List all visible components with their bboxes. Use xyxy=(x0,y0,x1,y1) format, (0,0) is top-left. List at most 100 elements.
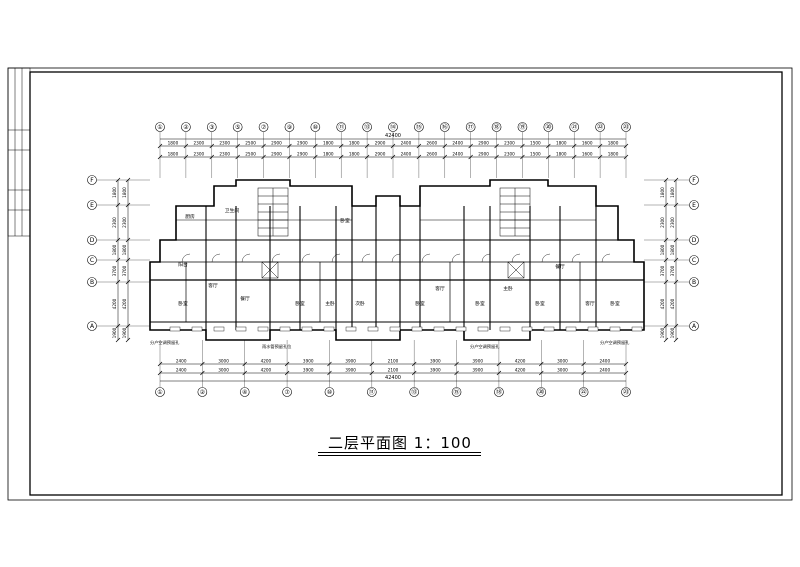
right-dim-2-text: 1800 xyxy=(670,244,675,255)
window-mark xyxy=(257,326,269,332)
window-mark xyxy=(213,326,225,332)
top-dim-2-text: 1800 xyxy=(608,152,619,157)
left-dim-text: 4200 xyxy=(112,298,117,309)
top-dim-2-tick xyxy=(416,154,422,160)
left-dim-2-text: 2300 xyxy=(122,217,127,228)
top-dim-tick xyxy=(235,143,240,149)
axis-bubble-top xyxy=(491,122,502,132)
top-dim-2-text: 2300 xyxy=(219,152,230,157)
title-underline-1 xyxy=(318,452,481,453)
axis-label-top: ⑦ xyxy=(261,124,267,131)
room-label: 厨房 xyxy=(185,213,195,220)
right-dim-text: 4200 xyxy=(660,298,665,309)
door-swing xyxy=(541,253,551,263)
room-label: 卧室 xyxy=(415,300,425,307)
window-mark xyxy=(191,326,203,332)
top-dim-text: 1800 xyxy=(323,141,334,146)
left-dim-text: 1800 xyxy=(112,187,117,198)
room-label: 餐厅 xyxy=(555,263,565,270)
bottom-dim-2-tick xyxy=(200,370,205,376)
bottom-dim-2-tick xyxy=(539,370,544,376)
window-mark xyxy=(279,326,291,332)
bottom-dim-tick xyxy=(623,361,629,367)
axis-bubble-right xyxy=(689,255,699,265)
right-dim-2-tick xyxy=(673,323,679,329)
axis-bubble-right xyxy=(689,200,699,210)
left-dim-tick xyxy=(115,279,121,285)
axis-label-top: ① xyxy=(157,124,162,131)
axis-label-bottom: ⑱ xyxy=(496,388,502,396)
top-dim-text: 2300 xyxy=(193,141,204,146)
axis-label-top: ⑤ xyxy=(235,124,240,131)
bottom-dim-tick xyxy=(454,361,459,367)
window-mark xyxy=(345,326,357,332)
title-block xyxy=(7,67,31,237)
top-dim-2-text: 1500 xyxy=(530,152,541,157)
axis-bubble-top xyxy=(206,122,217,132)
top-dim-2-tick xyxy=(235,154,240,160)
annotation-note: 分户空调预留孔 xyxy=(600,339,630,346)
bottom-dim-text: 3000 xyxy=(557,359,568,364)
axis-bubble-top xyxy=(232,122,243,132)
stair-left xyxy=(257,187,289,279)
top-dim-text: 1800 xyxy=(608,141,619,146)
top-dim-tick xyxy=(442,143,448,149)
bottom-dim-2-text: 3900 xyxy=(345,368,356,373)
bottom-dim-tick xyxy=(496,361,502,367)
left-dim-2-tick xyxy=(125,257,131,263)
top-dim-2-tick xyxy=(364,154,370,160)
door-swing xyxy=(361,253,371,263)
top-dim-2-tick xyxy=(442,154,448,160)
right-dim-2-tick xyxy=(673,177,679,183)
right-dim-2-text: 2300 xyxy=(670,217,675,228)
axis-label-right: E xyxy=(692,202,696,209)
top-dim-tick xyxy=(313,143,318,149)
top-dim-tick xyxy=(571,143,577,149)
axis-label-left: B xyxy=(90,279,94,286)
bottom-dim-text: 2400 xyxy=(176,359,187,364)
door-swing xyxy=(241,253,251,263)
right-dim-tick xyxy=(663,337,669,343)
axis-label-right: B xyxy=(692,279,696,286)
axis-label-left: A xyxy=(90,323,95,330)
window-mark xyxy=(323,326,335,332)
axis-bubble-right xyxy=(689,175,699,185)
right-dim-2-tick xyxy=(673,237,679,243)
right-dim-2-tick xyxy=(673,257,679,263)
bottom-dim-tick xyxy=(539,361,544,367)
bottom-dim-tick xyxy=(242,361,247,367)
drawing-title: 二层平面图 1：100 xyxy=(328,434,472,452)
left-dim-2-tick xyxy=(125,337,131,343)
bottom-dim-text: 4200 xyxy=(261,359,272,364)
top-dim-tick xyxy=(209,143,215,149)
right-dim-text: 3700 xyxy=(660,265,665,276)
axis-bubble-bottom xyxy=(494,387,504,397)
top-dim-2-text: 2300 xyxy=(193,152,204,157)
axis-bubble-bottom xyxy=(155,387,165,397)
door-swing xyxy=(451,253,461,263)
axis-label-top: ⑳ xyxy=(545,123,551,131)
axis-bubble-left xyxy=(87,200,97,210)
axis-bubble-bottom xyxy=(324,387,335,397)
window-mark xyxy=(543,326,555,332)
window-mark xyxy=(565,326,577,332)
room-label: 主卧 xyxy=(325,300,335,307)
top-dim-2-tick xyxy=(209,154,215,160)
axis-bubble-right xyxy=(689,235,699,245)
room-label: 卧室 xyxy=(475,300,485,307)
bottom-dim-2-tick xyxy=(327,370,332,376)
axis-label-left: E xyxy=(90,202,94,209)
left-dim-text: 3700 xyxy=(112,265,117,276)
inner-border xyxy=(29,71,783,496)
right-dim-text: 1900 xyxy=(660,327,665,338)
top-dim-text: 1500 xyxy=(530,141,541,146)
top-dim-tick xyxy=(468,143,473,149)
top-dim-text: 2400 xyxy=(401,141,412,146)
axis-label-top: ㉑ xyxy=(571,123,577,131)
axis-bubble-top xyxy=(388,122,398,132)
axis-label-bottom: ⑮ xyxy=(454,388,460,396)
top-dim-tick xyxy=(338,143,344,149)
bottom-dim-2-text: 3000 xyxy=(557,368,568,373)
axis-bubble-top xyxy=(181,122,191,132)
